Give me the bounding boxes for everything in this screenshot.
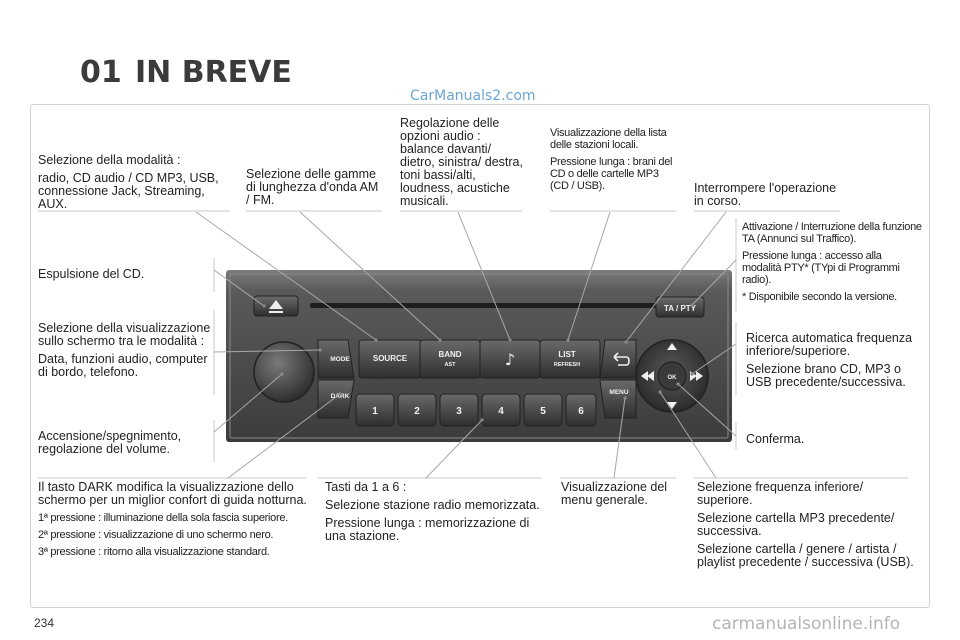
band-label: BAND (438, 350, 461, 359)
callout-mode-body: radio, CD audio / CD MP3, USB, connessio… (38, 171, 219, 211)
watermark-bottom: carmanualsonline.info (712, 614, 901, 634)
callout-ta-p3: * Disponibile secondo la versione. (742, 291, 897, 303)
down-arrow-icon (667, 402, 677, 409)
callout-search: Ricerca automatica frequenza inferiore/s… (746, 332, 922, 389)
callout-mode: Selezione della modalità : radio, CD aud… (38, 154, 230, 211)
radio-unit: TA / PTY MODE DARK SOURCE BAND AST ♪ (226, 270, 732, 442)
menu-label: MENU (609, 389, 628, 396)
menu-button[interactable]: MENU (599, 379, 637, 419)
audio-button[interactable]: ♪ (479, 339, 541, 379)
callout-mode-title: Selezione della modalità : (38, 153, 181, 167)
watermark-top: CarManuals2.com (410, 88, 536, 104)
source-button[interactable]: SOURCE (358, 339, 422, 379)
leader-dots (262, 303, 694, 422)
preset-6-label: 6 (578, 406, 584, 417)
callout-back-body: Interrompere l'operazione in corso. (694, 181, 837, 208)
callout-list-p1: Visualizzazione della lista delle stazio… (550, 127, 667, 151)
callout-menu-body: Visualizzazione del menu generale. (561, 480, 668, 507)
list-sub-label: REFRESH (554, 362, 580, 368)
separator-lines (38, 210, 908, 479)
back-arrow-icon (614, 356, 630, 366)
eject-button[interactable] (253, 295, 299, 317)
band-sub-label: AST (445, 362, 457, 368)
callout-dark-p4: 3ª pressione : ritorno alla visualizzazi… (38, 546, 270, 558)
callout-audio-body: Regolazione delle opzioni audio : balanc… (400, 116, 523, 208)
ta-pty-button[interactable]: TA / PTY (655, 296, 705, 318)
mode-button[interactable]: MODE (317, 339, 355, 379)
volume-knob[interactable] (253, 341, 315, 403)
dark-label: DARK (331, 393, 350, 400)
callout-display-p1: Selezione della visualizzazione sullo sc… (38, 321, 211, 348)
callout-back: Interrompere l'operazione in corso. (694, 182, 840, 208)
callout-ta: Attivazione / Interruzione della funzion… (742, 221, 922, 303)
chapter-title: IN BREVE (135, 55, 292, 90)
callout-dark-p1: Il tasto DARK modifica la visualizzazion… (38, 480, 307, 507)
callout-list-p2: Pressione lunga : brani del CD o delle c… (550, 156, 673, 192)
callout-eject-body: Espulsione del CD. (38, 267, 145, 281)
preset-buttons[interactable]: 1 2 3 4 5 6 (355, 393, 597, 427)
callout-dark-p2: 1ª pressione : illuminazione della sola … (38, 512, 288, 524)
callout-band: Selezione delle gamme di lunghezza d'ond… (246, 168, 382, 207)
preset-3-label: 3 (456, 406, 462, 417)
dark-button[interactable]: DARK (317, 379, 355, 419)
callout-ok: Conferma. (746, 433, 866, 446)
callout-presets: Tasti da 1 a 6 : Selezione stazione radi… (325, 481, 541, 543)
callout-power-body: Accensione/spegnimento, regolazione del … (38, 429, 182, 456)
callout-audio: Regolazione delle opzioni audio : balanc… (400, 117, 524, 208)
callout-eject: Espulsione del CD. (38, 268, 208, 281)
preset-1-label: 1 (372, 406, 378, 417)
ok-label: OK (668, 375, 678, 381)
callout-ta-p1: Attivazione / Interruzione della funzion… (742, 221, 922, 245)
leader-lines (195, 211, 737, 479)
callout-freq: Selezione frequenza inferiore/ superiore… (697, 481, 915, 569)
callout-freq-p2: Selezione cartella MP3 precedente/ succe… (697, 511, 895, 538)
up-arrow-icon (667, 343, 677, 350)
callout-dark: Il tasto DARK modifica la visualizzazion… (38, 480, 308, 559)
list-label: LIST (558, 350, 575, 359)
callout-menu: Visualizzazione del menu generale. (561, 481, 677, 507)
back-button[interactable] (599, 339, 637, 379)
callout-band-body: Selezione delle gamme di lunghezza d'ond… (246, 167, 379, 207)
callout-freq-p1: Selezione frequenza inferiore/ superiore… (697, 480, 864, 507)
callout-freq-p3: Selezione cartella / genere / artista / … (697, 542, 914, 569)
callout-presets-p3: Pressione lunga : memorizzazione di una … (325, 516, 530, 543)
preset-5-label: 5 (540, 406, 546, 417)
callout-list: Visualizzazione della lista delle stazio… (550, 127, 680, 192)
callout-ok-body: Conferma. (746, 432, 805, 446)
callout-power: Accensione/spegnimento, regolazione del … (38, 430, 214, 456)
callout-presets-p2: Selezione stazione radio memorizzata. (325, 498, 540, 512)
content-frame (30, 104, 930, 608)
band-button[interactable]: BAND AST (419, 339, 481, 379)
callout-search-p1: Ricerca automatica frequenza inferiore/s… (746, 331, 913, 358)
callout-search-p2: Selezione brano CD, MP3 o USB precedente… (746, 362, 906, 389)
cd-slot (310, 303, 658, 308)
ta-pty-label: TA / PTY (664, 304, 697, 313)
source-label: SOURCE (373, 354, 408, 363)
music-note-icon: ♪ (505, 350, 515, 369)
list-button[interactable]: LIST REFRESH (539, 339, 601, 379)
preset-2-label: 2 (414, 406, 420, 417)
callout-display-p2: Data, funzioni audio, computer di bordo,… (38, 352, 208, 379)
page-number: 234 (34, 616, 55, 630)
chapter-number: 01 (80, 55, 122, 90)
callout-presets-p1: Tasti da 1 a 6 : (325, 480, 407, 494)
callout-dark-p3: 2ª pressione : visualizzazione di uno sc… (38, 529, 274, 541)
callout-ta-p2: Pressione lunga : accesso alla modalità … (742, 250, 900, 286)
eject-icon (269, 300, 283, 309)
callout-display: Selezione della visualizzazione sullo sc… (38, 322, 214, 379)
preset-4-label: 4 (498, 406, 504, 417)
mode-label: MODE (330, 356, 350, 363)
seek-back-icon (641, 371, 654, 381)
